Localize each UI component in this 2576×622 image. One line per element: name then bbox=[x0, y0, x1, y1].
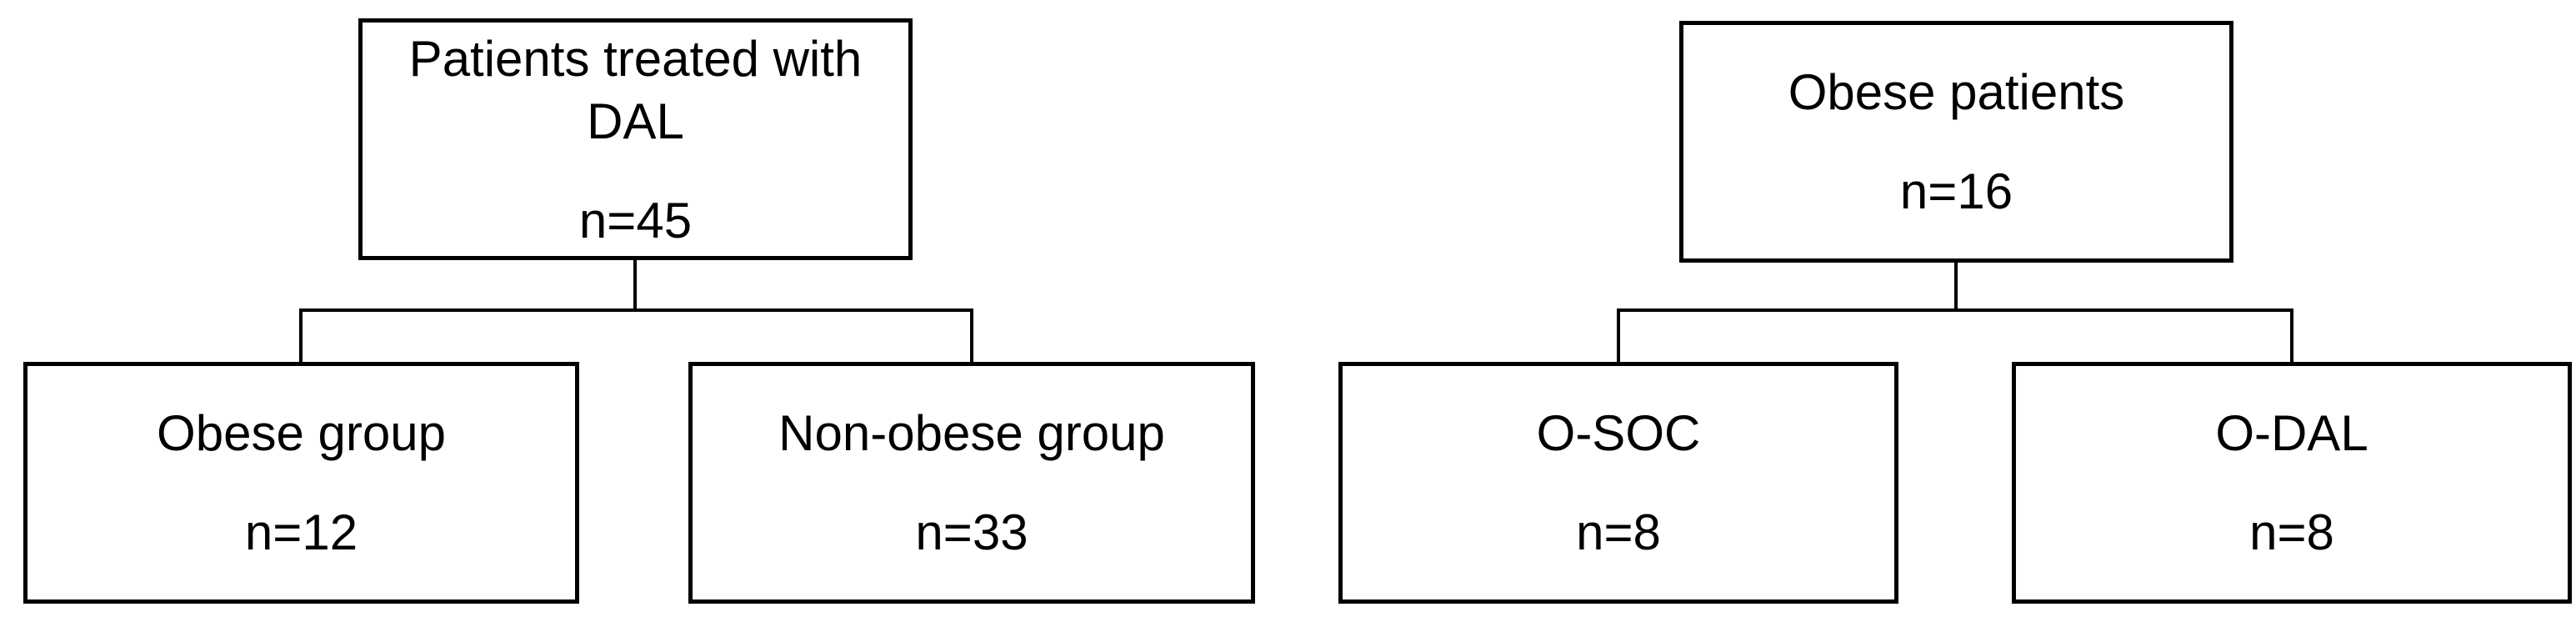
connector-drop-right bbox=[970, 308, 973, 364]
node-obese-group: Obese group n=12 bbox=[23, 362, 579, 604]
connector-stem bbox=[633, 260, 637, 312]
node-label: Obese group bbox=[157, 405, 446, 461]
node-o-dal: O-DAL n=8 bbox=[2012, 362, 2572, 604]
node-count: n=33 bbox=[915, 504, 1028, 560]
node-label: Obese patients bbox=[1788, 64, 2125, 120]
node-label: O-SOC bbox=[1536, 405, 1701, 461]
node-count: n=12 bbox=[244, 504, 358, 560]
node-count: n=8 bbox=[2249, 504, 2334, 560]
node-dal-parent: Patients treated with DAL n=45 bbox=[358, 18, 913, 260]
connector-drop-right bbox=[2290, 308, 2293, 364]
node-obese-parent: Obese patients n=16 bbox=[1679, 21, 2233, 263]
node-label: Patients treated with DAL bbox=[408, 30, 863, 149]
node-count: n=45 bbox=[578, 192, 693, 248]
node-non-obese-group: Non-obese group n=33 bbox=[688, 362, 1255, 604]
connector-stem bbox=[1954, 263, 1958, 312]
node-label: O-DAL bbox=[2215, 405, 2368, 461]
connector-drop-left bbox=[299, 308, 303, 364]
node-count: n=8 bbox=[1576, 504, 1661, 560]
node-label: Non-obese group bbox=[778, 405, 1165, 461]
connector-bar bbox=[299, 308, 973, 312]
connector-bar bbox=[1617, 308, 2293, 312]
node-count: n=16 bbox=[1899, 163, 2013, 219]
node-o-soc: O-SOC n=8 bbox=[1338, 362, 1898, 604]
connector-drop-left bbox=[1617, 308, 1620, 364]
